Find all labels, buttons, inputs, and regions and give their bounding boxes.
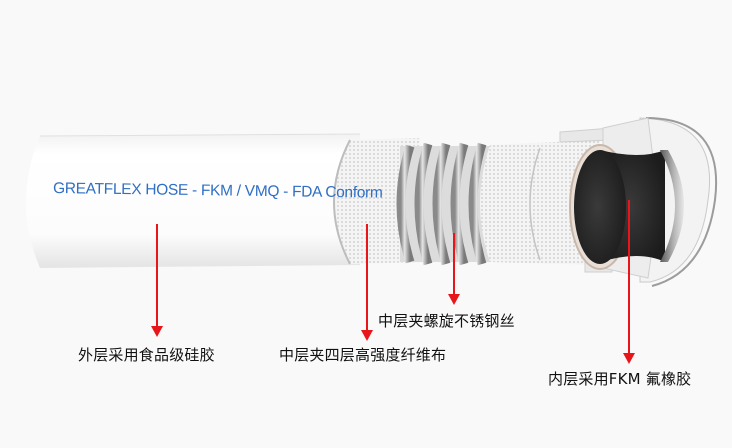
callout-outer-layer: 外层采用食品级硅胶	[78, 346, 215, 364]
outer-layer	[26, 133, 361, 268]
fiber-layer	[333, 138, 420, 265]
inner-fiber-layer	[480, 140, 600, 265]
arrow-fiber	[361, 224, 373, 341]
spiral-wire-layer	[396, 142, 500, 266]
arrow-outer	[151, 224, 163, 337]
inner-fkm-layer	[569, 144, 684, 270]
callout-wire-layer: 中层夹螺旋不锈钢丝	[378, 312, 515, 330]
callout-fiber-layer: 中层夹四层高强度纤维布	[279, 346, 447, 364]
arrow-inner	[623, 200, 635, 364]
callout-inner-layer: 内层采用FKM 氟橡胶	[548, 370, 692, 388]
arrow-wire	[448, 233, 460, 305]
